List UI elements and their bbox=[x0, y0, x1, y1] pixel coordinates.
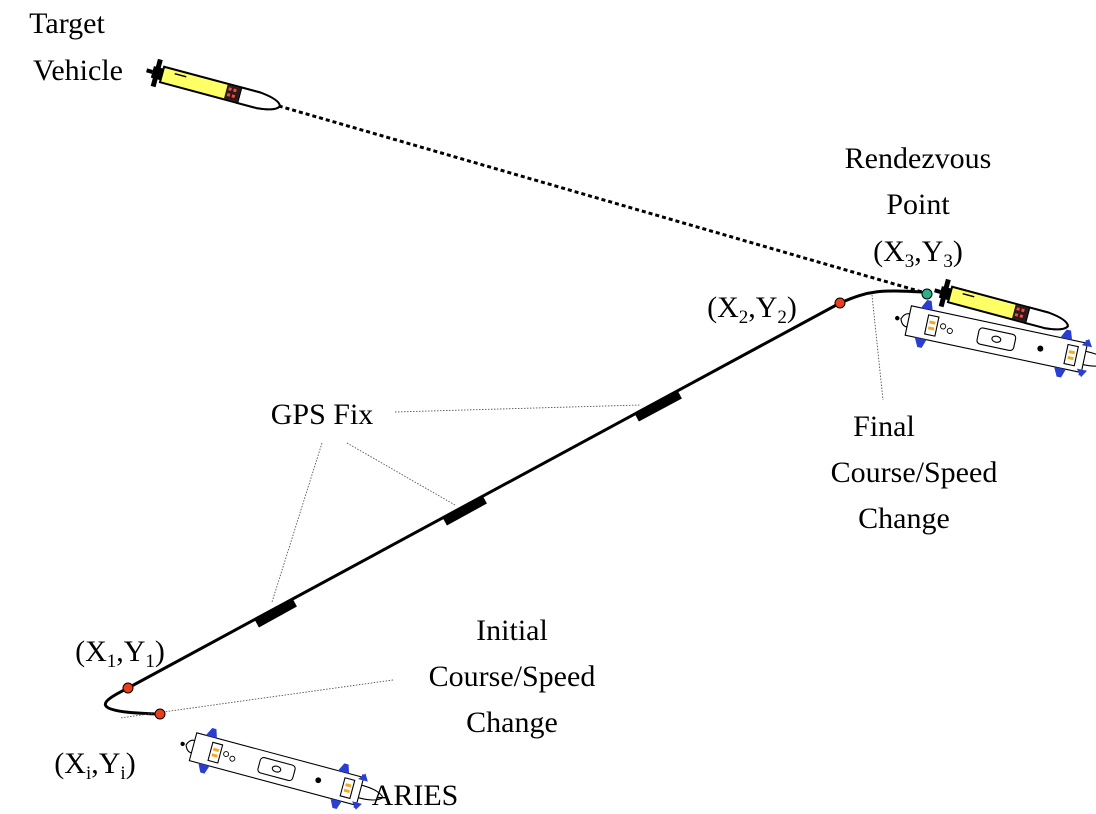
initial-change-label-line3: Change bbox=[466, 706, 558, 739]
initial-change-label-line1: Initial bbox=[476, 614, 548, 647]
target-vehicle-path bbox=[271, 102, 923, 294]
waypoint-1-marker bbox=[122, 682, 134, 694]
point-x1-y1-label: (X1,Y1) bbox=[75, 635, 165, 672]
target-vehicle-label-line2: Vehicle bbox=[33, 54, 123, 87]
point-x2-y2-label: (X2,Y2) bbox=[707, 291, 797, 328]
rendezvous-label-line2: Point bbox=[886, 188, 950, 221]
gps-fix-segment bbox=[443, 496, 487, 526]
initial-change-label-line2: Course/Speed bbox=[429, 660, 596, 693]
final-change-label-line1: Final bbox=[853, 410, 915, 443]
waypoint-i-marker bbox=[154, 708, 166, 720]
gps-fix-segment bbox=[635, 391, 682, 422]
rendezvous-label-line1: Rendezvous bbox=[845, 142, 992, 175]
target-vehicle-icon bbox=[141, 55, 285, 121]
point-xi-yi-label: (Xi,Yi) bbox=[54, 747, 135, 784]
aries-label: ARIES bbox=[372, 779, 459, 812]
point-x3-y3-label: (X3,Y3) bbox=[873, 235, 963, 272]
leader-lines bbox=[119, 294, 884, 719]
rendezvous-point-marker bbox=[921, 288, 933, 300]
aries-trajectory bbox=[103, 289, 923, 716]
aries-vehicle-icon bbox=[174, 720, 390, 814]
waypoint-2-marker bbox=[834, 297, 846, 309]
final-change-label-line2: Course/Speed bbox=[831, 456, 998, 489]
gps-fix-segment bbox=[255, 599, 297, 628]
target-vehicle-label-line1: Target bbox=[29, 7, 105, 40]
final-change-label-line3: Change bbox=[858, 502, 950, 535]
gps-fix-label: GPS Fix bbox=[271, 398, 374, 431]
